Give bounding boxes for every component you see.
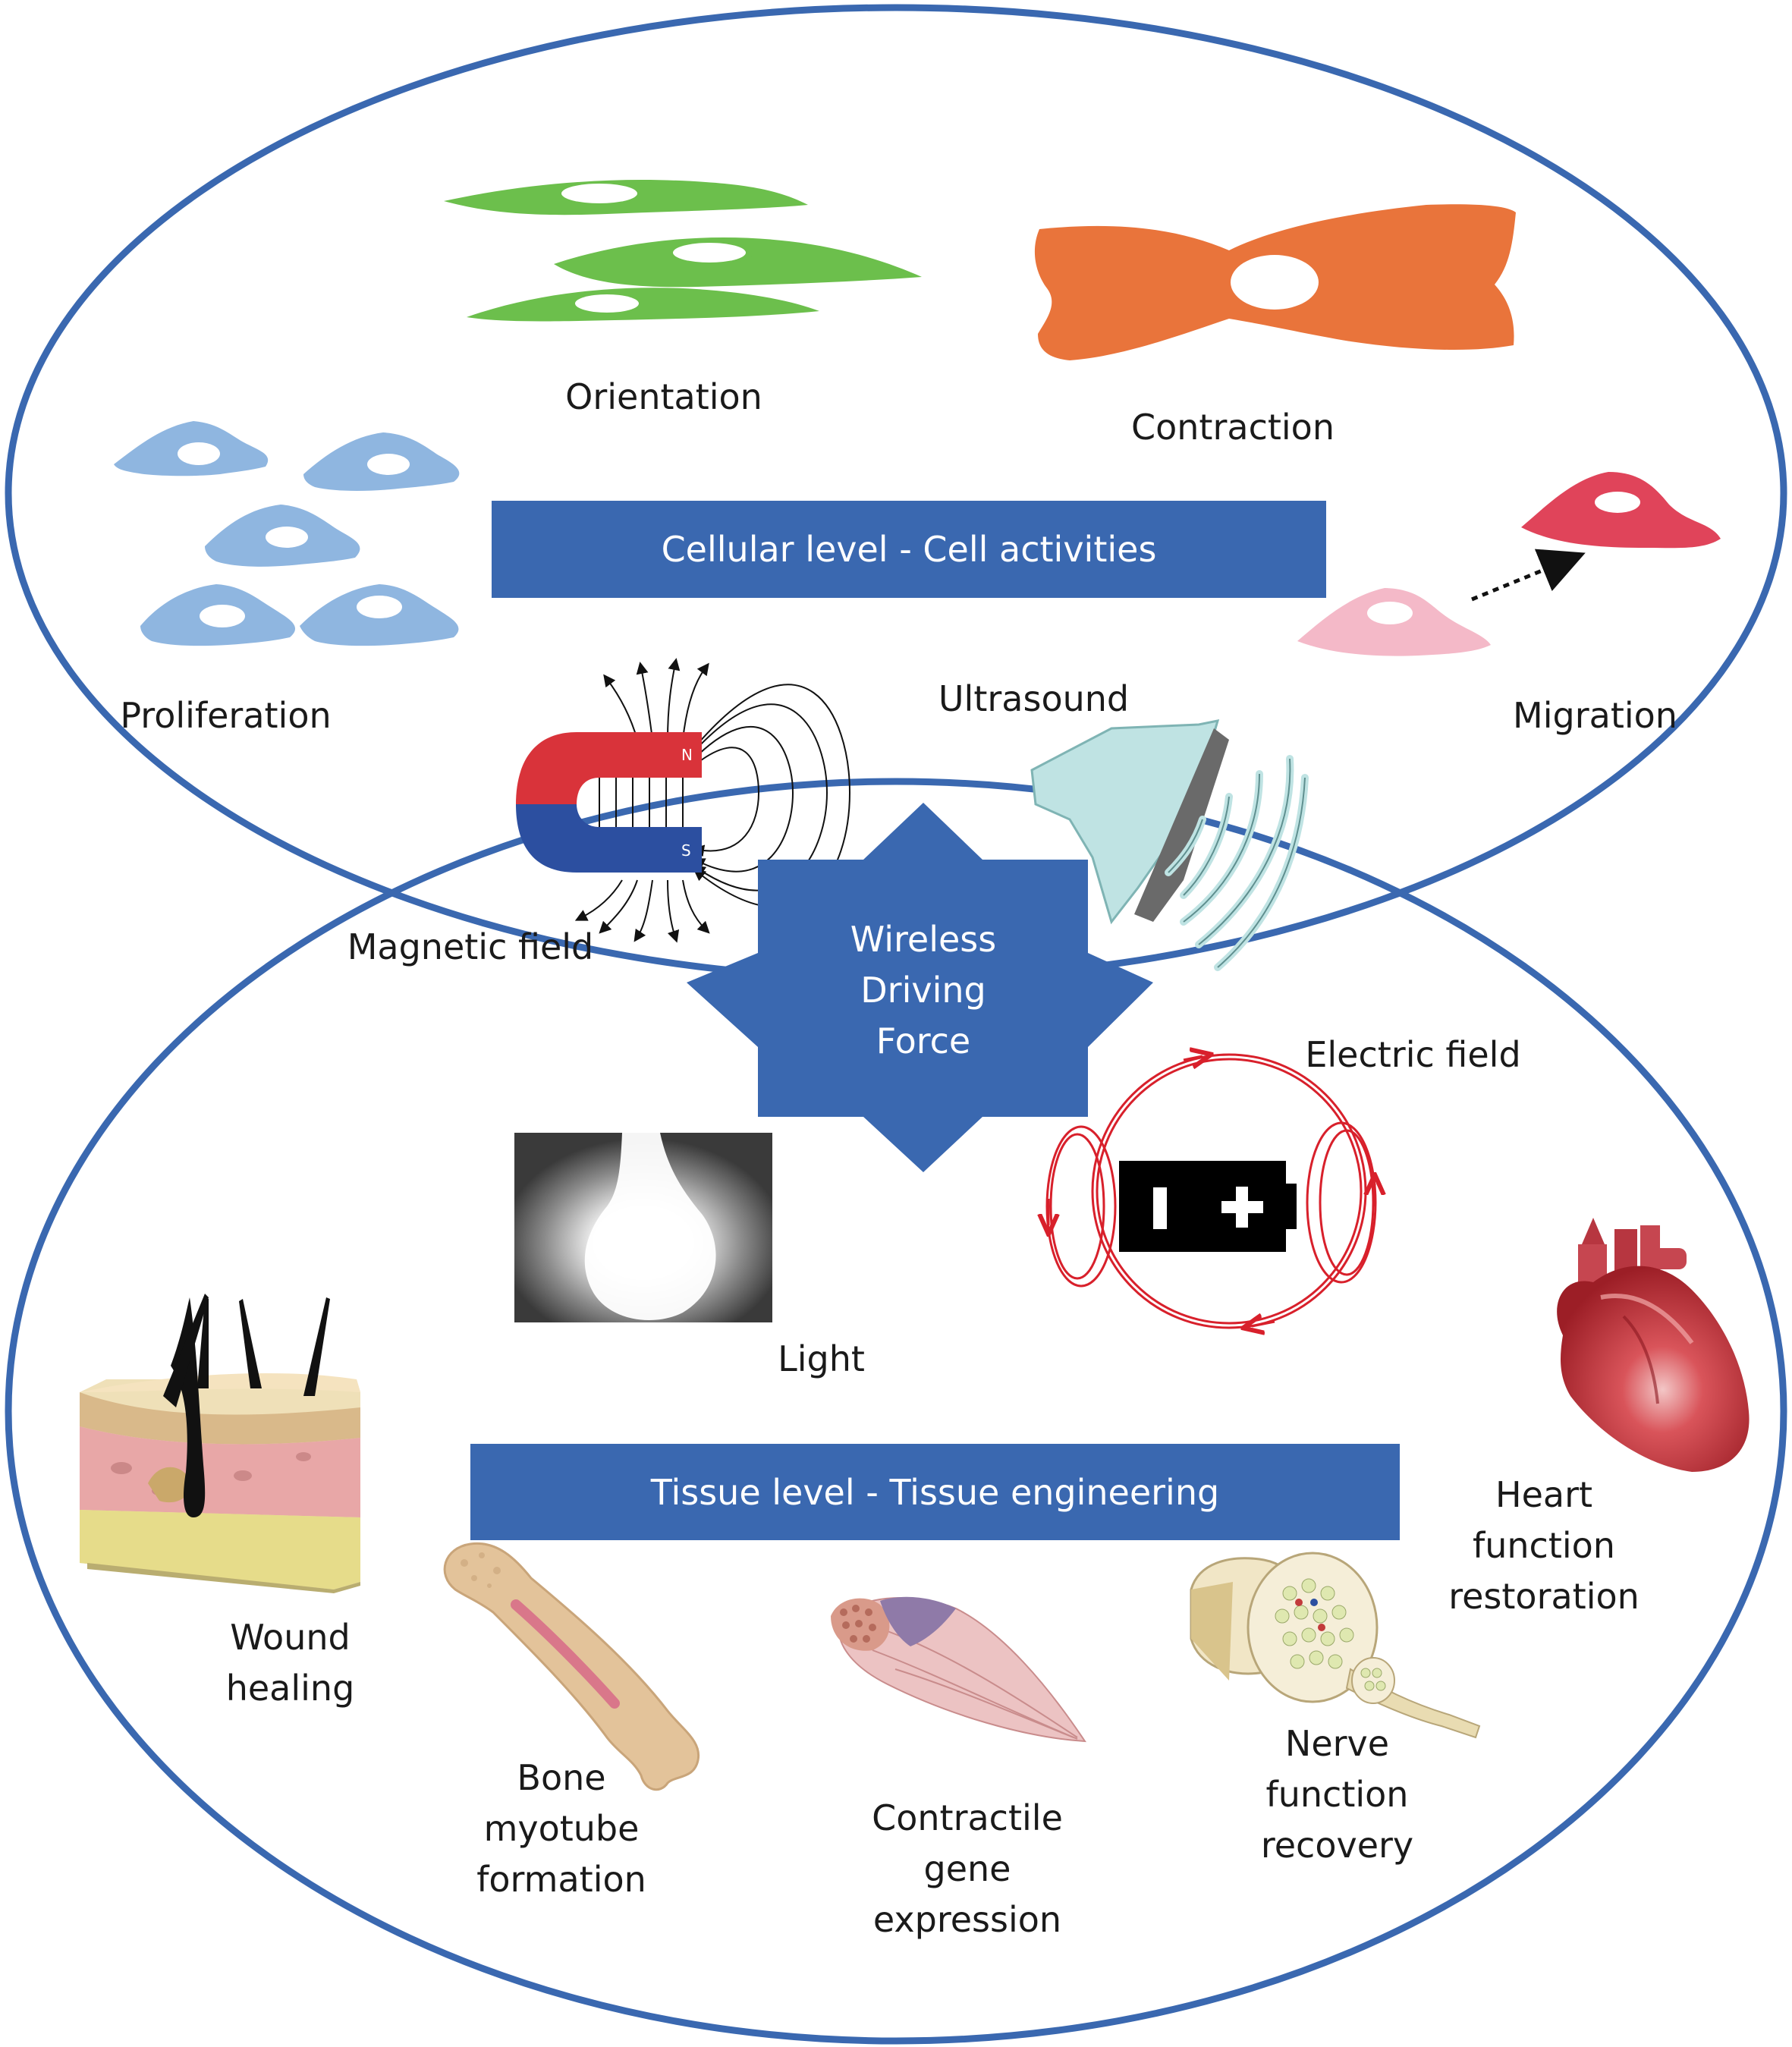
heart-function-restoration-label: Heart function restoration (1419, 1470, 1669, 1622)
migration-label: Migration (1513, 695, 1677, 736)
nerve-function-recovery-label: Nerve function recovery (1229, 1718, 1445, 1871)
wireless-driving-force-line-2: Driving (860, 970, 986, 1011)
contractile-gene-line-2: gene (923, 1848, 1011, 1889)
electric-field-label: Electric field (1305, 1034, 1521, 1075)
heart-function-line-1: Heart (1495, 1474, 1593, 1515)
nerve-illustration (1190, 1552, 1481, 1739)
wound-healing-line-2: healing (225, 1668, 355, 1709)
contraction-label: Contraction (1131, 407, 1335, 448)
wireless-driving-force-star (687, 803, 1153, 1172)
nerve-function-line-3: recovery (1260, 1825, 1414, 1866)
contraction-cell-illustration (1034, 204, 1516, 360)
wireless-driving-force-line-1: Wireless (850, 919, 997, 960)
nerve-function-line-2: function (1265, 1774, 1409, 1815)
ultrasound-illustration (1030, 719, 1309, 971)
contractile-gene-line-1: Contractile (872, 1797, 1063, 1838)
heart-illustration (1557, 1218, 1750, 1472)
cellular-banner-box (492, 501, 1326, 598)
orientation-label: Orientation (565, 376, 762, 417)
tissue-level-ellipse (5, 778, 1787, 2045)
migration-cells-illustration (1297, 472, 1721, 656)
tissue-level-banner: Tissue level - Tissue engineering (650, 1471, 1220, 1513)
magnet-n-label: N (681, 746, 693, 764)
battery-icon (1119, 1161, 1297, 1252)
bone-myotube-line-1: Bone (517, 1757, 606, 1798)
heart-function-line-2: function (1473, 1525, 1615, 1566)
wireless-driving-force-line-3: Force (876, 1020, 971, 1061)
bone-myotube-formation-label: Bone myotube formation (448, 1753, 675, 1905)
proliferation-cells-illustration (114, 421, 460, 646)
magnetic-field-label: Magnetic field (347, 926, 594, 967)
magnet-s-label: S (681, 841, 691, 860)
contractile-gene-line-3: expression (872, 1899, 1062, 1940)
light-bulb-illustration (514, 1133, 772, 1322)
ultrasound-label: Ultrasound (938, 678, 1130, 719)
wound-healing-line-1: Wound (230, 1617, 351, 1658)
muscle-illustration (831, 1596, 1086, 1743)
bone-myotube-line-2: myotube (483, 1808, 640, 1849)
skin-wound-illustration (80, 1294, 360, 1593)
electric-field-illustration (1047, 1055, 1375, 1328)
heart-function-line-3: restoration (1448, 1576, 1640, 1617)
proliferation-label: Proliferation (120, 695, 332, 736)
wireless-driving-force-label: Wireless Driving Force (810, 914, 1037, 1067)
contractile-gene-expression-label: Contractile gene expression (842, 1793, 1092, 1945)
bone-myotube-line-3: formation (476, 1859, 646, 1900)
cellular-level-banner: Cellular level - Cell activities (661, 529, 1157, 570)
nerve-function-line-1: Nerve (1284, 1723, 1390, 1764)
tissue-banner-box (470, 1444, 1400, 1540)
orientation-cells-illustration (444, 180, 922, 322)
wound-healing-label: Wound healing (190, 1612, 391, 1714)
light-label: Light (778, 1338, 865, 1379)
bone-illustration (443, 1542, 700, 1791)
